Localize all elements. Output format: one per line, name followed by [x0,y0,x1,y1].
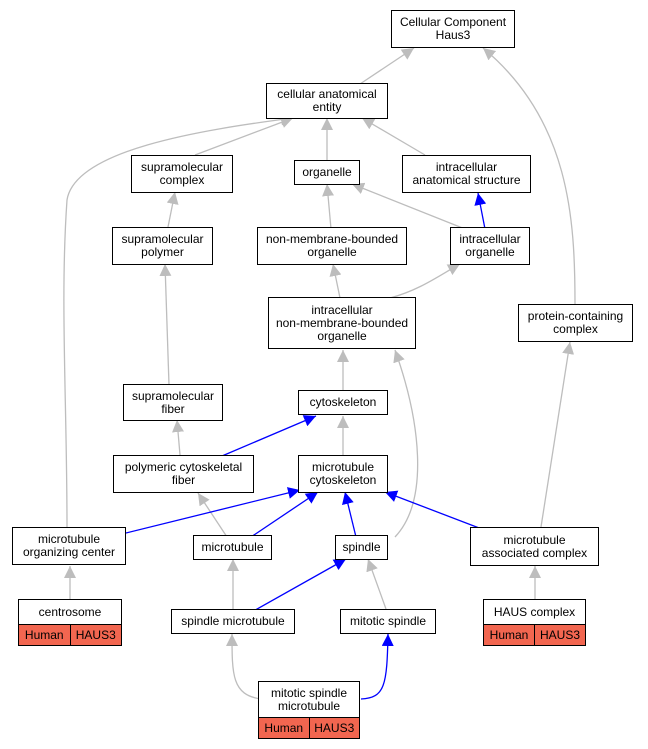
node-cellular-anatomical-entity[interactable]: cellular anatomical entity [266,83,388,119]
node-microtubule-organizing-center[interactable]: microtubule organizing center [12,527,126,565]
edge-pcc-root [482,47,576,305]
edge-mtoc-cae [63,113,294,528]
edge-mtoc-mtcyto [125,487,301,534]
node-intracellular-anatomical-structure[interactable]: intracellular anatomical structure [402,155,531,193]
node-microtubule[interactable]: microtubule [193,535,272,560]
edge-pcf-cytoskeleton [221,415,317,457]
node-microtubule-associated-complex[interactable]: microtubule associated complex [470,527,599,566]
node-haus-complex[interactable]: HAUS complex Human HAUS3 [483,599,586,646]
species-tag: Human [489,627,529,642]
node-organelle[interactable]: organelle [294,160,360,185]
edge-suppolymer-supcomplex [166,191,179,228]
edge-supcomplex-cae [194,116,294,156]
edge-msm-mitspindle [360,633,394,700]
gene-tag: HAUS3 [308,718,360,738]
node-polymeric-cytoskeletal-fiber[interactable]: polymeric cytoskeletal fiber [113,455,254,493]
edge-inmbo-io [389,263,461,299]
node-supramolecular-complex[interactable]: supramolecular complex [131,155,233,193]
node-supramolecular-polymer[interactable]: supramolecular polymer [112,227,213,265]
edge-spindle-inmbo [393,349,419,538]
gene-tag: HAUS3 [69,625,122,645]
node-protein-containing-complex[interactable]: protein-containing complex [518,304,633,342]
edge-io-ias [474,192,487,230]
edge-mac-pcc [540,341,575,528]
edge-inmbo-nmbo [329,263,342,299]
gene-tag: HAUS3 [534,625,585,645]
node-centrosome[interactable]: centrosome Human HAUS3 [18,599,122,646]
edge-spindlemt-spindle [249,558,347,614]
node-mitotic-spindle-microtubule-label: mitotic spindle microtubule [270,685,348,713]
annotation-bar: Human HAUS3 [19,624,121,645]
node-microtubule-cytoskeleton[interactable]: microtubule cytoskeleton [298,455,388,493]
node-centrosome-label: centrosome [38,604,102,619]
edge-microtubule-mtcyto [250,491,319,538]
edge-cae-root [359,47,415,85]
edge-mac-mtcyto [384,490,488,532]
edge-microtubule-pcf [197,492,228,538]
edge-ias-cae [361,117,426,156]
node-intracellular-organelle[interactable]: intracellular organelle [450,227,530,265]
species-tag: Human [24,627,64,642]
node-haus-complex-label: HAUS complex [493,604,576,619]
node-mitotic-spindle[interactable]: mitotic spindle [340,609,436,634]
node-cellular-component-haus3[interactable]: Cellular Component Haus3 [391,10,515,48]
edge-spindle-mtcyto [342,491,357,538]
edge-supfiber-suppolymer [159,263,172,386]
edge-nmbo-organelle [322,183,335,230]
node-spindle[interactable]: spindle [335,535,388,560]
species-tag: Human [264,720,304,735]
node-spindle-microtubule[interactable]: spindle microtubule [171,609,295,634]
node-mitotic-spindle-microtubule[interactable]: mitotic spindle microtubule Human HAUS3 [258,681,360,739]
node-supramolecular-fiber[interactable]: supramolecular fiber [123,384,223,421]
edge-msm-spindlemt [226,633,262,700]
edge-pcf-supfiber [172,419,185,456]
node-non-membrane-bounded-organelle[interactable]: non-membrane-bounded organelle [257,227,407,265]
node-cytoskeleton[interactable]: cytoskeleton [298,390,388,415]
node-intracellular-non-membrane-bounded-organelle[interactable]: intracellular non-membrane-bounded organ… [268,297,416,349]
annotation-bar: Human HAUS3 [484,624,585,645]
edge-mitspindle-spindle [366,558,387,610]
annotation-bar: Human HAUS3 [259,717,359,738]
edge-io-organelle [351,182,466,230]
